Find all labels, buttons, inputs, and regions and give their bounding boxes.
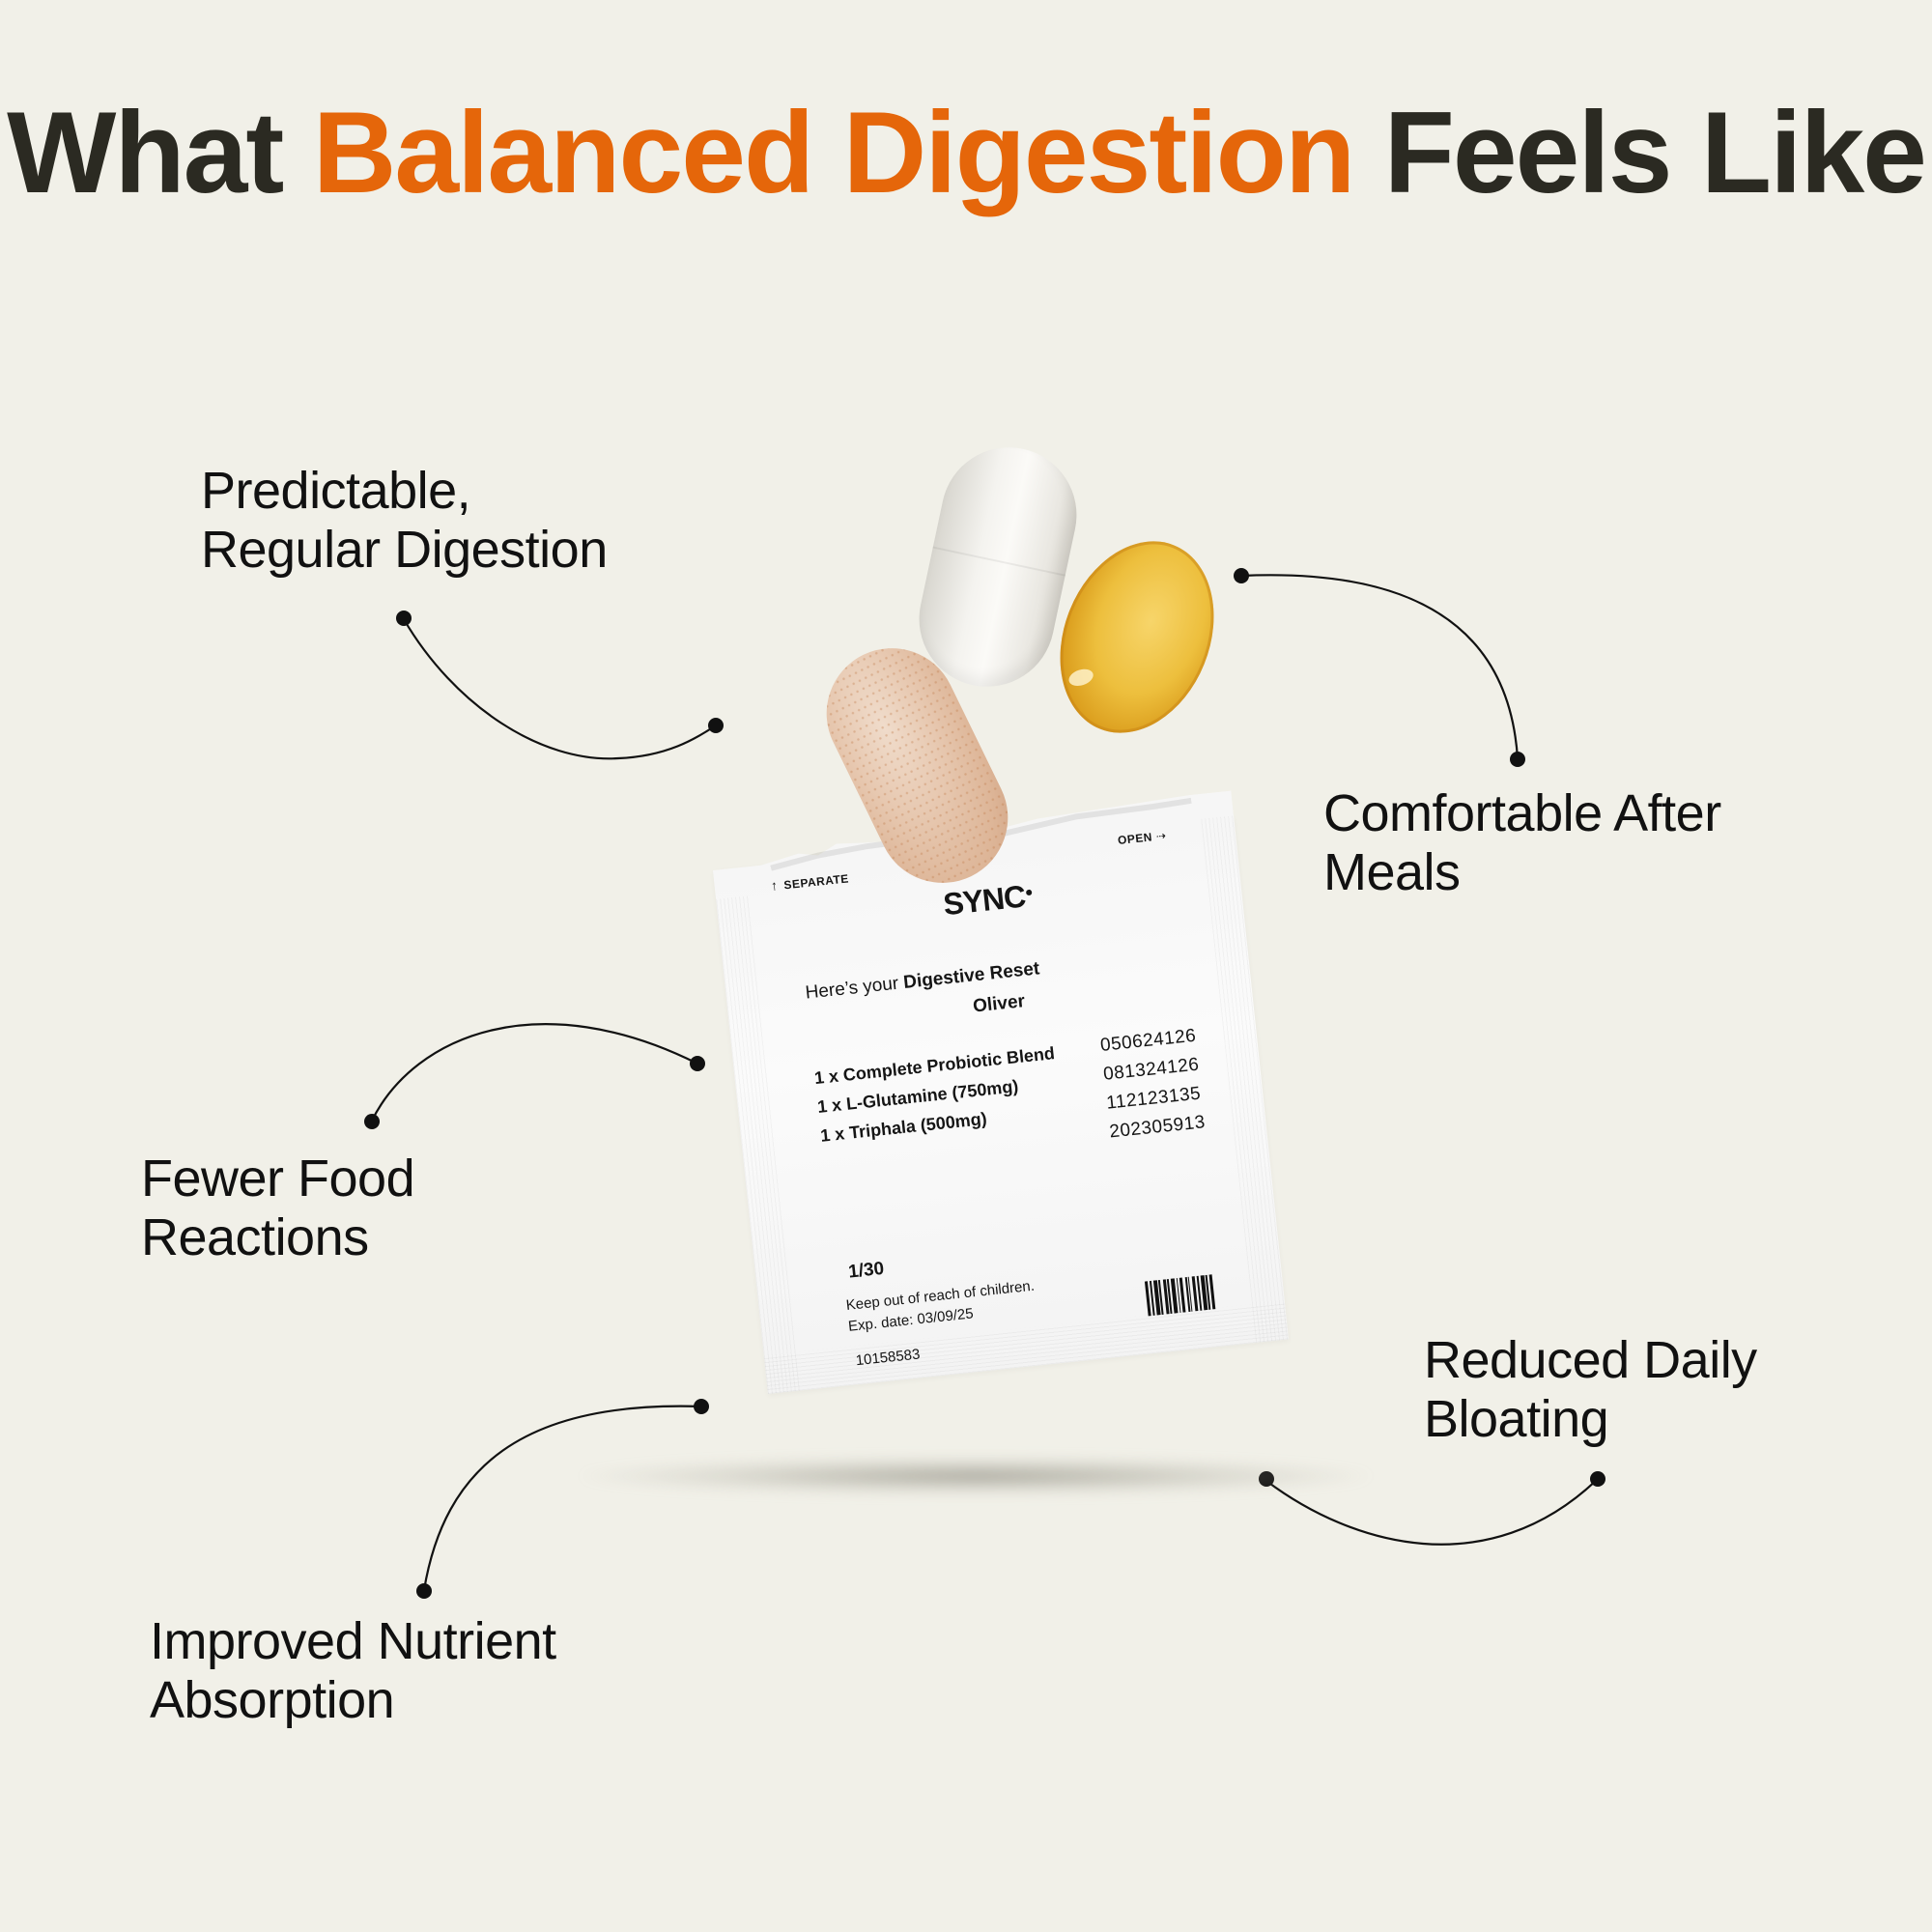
supplement-sachet: ↑SEPARATE OPEN⇢ SYNC Here’s your Digesti… [713,790,1289,1395]
sachet-count: 1/30 [847,1258,886,1283]
logo-dot-icon [1026,889,1033,895]
benefit-line: Fewer Food [141,1150,415,1208]
benefit-absorption: Improved Nutrient Absorption [150,1612,556,1730]
connector-food-reactions [371,1023,698,1122]
arrow-right-icon: ⇢ [1155,828,1168,843]
benefit-comfortable: Comfortable After Meals [1323,784,1721,902]
dot-icon [364,1114,380,1129]
dot-icon [1234,568,1249,583]
dot-icon [690,1056,705,1071]
warning-text: Keep out of reach of children. Exp. date… [845,1276,1037,1338]
title-prefix: What [7,88,284,217]
benefit-line: Reactions [141,1208,369,1266]
benefit-bloating: Reduced Daily Bloating [1424,1331,1757,1449]
open-text: OPEN [1117,830,1153,847]
benefit-line: Reduced Daily [1424,1331,1757,1389]
separate-text: SEPARATE [782,871,850,893]
benefit-line: Regular Digestion [201,521,608,579]
connector-predictable [403,618,717,760]
benefit-line: Absorption [150,1671,395,1729]
dot-icon [1590,1471,1605,1487]
benefit-line: Bloating [1424,1390,1609,1448]
connector-comfortable [1240,574,1520,759]
benefit-predictable: Predictable, Regular Digestion [201,462,608,580]
batch-codes: 050624126 081324126 112123135 202305913 [1099,1022,1208,1148]
benefit-line: Comfortable After [1323,784,1721,842]
connector-absorption [422,1405,702,1591]
brand-name: SYNC [941,878,1027,923]
benefit-line: Meals [1323,843,1461,901]
greeting-prefix: Here’s your [804,973,900,1004]
arrow-up-icon: ↑ [770,877,780,894]
benefit-line: Improved Nutrient [150,1612,556,1670]
product-name: Digestive Reset [902,958,1041,993]
dot-icon [416,1583,432,1599]
benefit-food-reactions: Fewer Food Reactions [141,1150,415,1267]
page-title: What Balanced Digestion Feels Like [0,83,1932,222]
benefit-line: Predictable, [201,462,471,520]
title-suffix: Feels Like [1383,88,1927,217]
dot-icon [694,1399,709,1414]
sachet-shadow [580,1457,1372,1495]
ingredient-list: 1 x Complete Probiotic Blend 1 x L-Gluta… [813,1038,1063,1151]
dot-icon [708,718,724,733]
dot-icon [396,611,412,626]
dot-icon [1510,752,1525,767]
connector-bloating [1265,1478,1599,1546]
title-highlight: Balanced Digestion [312,88,1356,217]
